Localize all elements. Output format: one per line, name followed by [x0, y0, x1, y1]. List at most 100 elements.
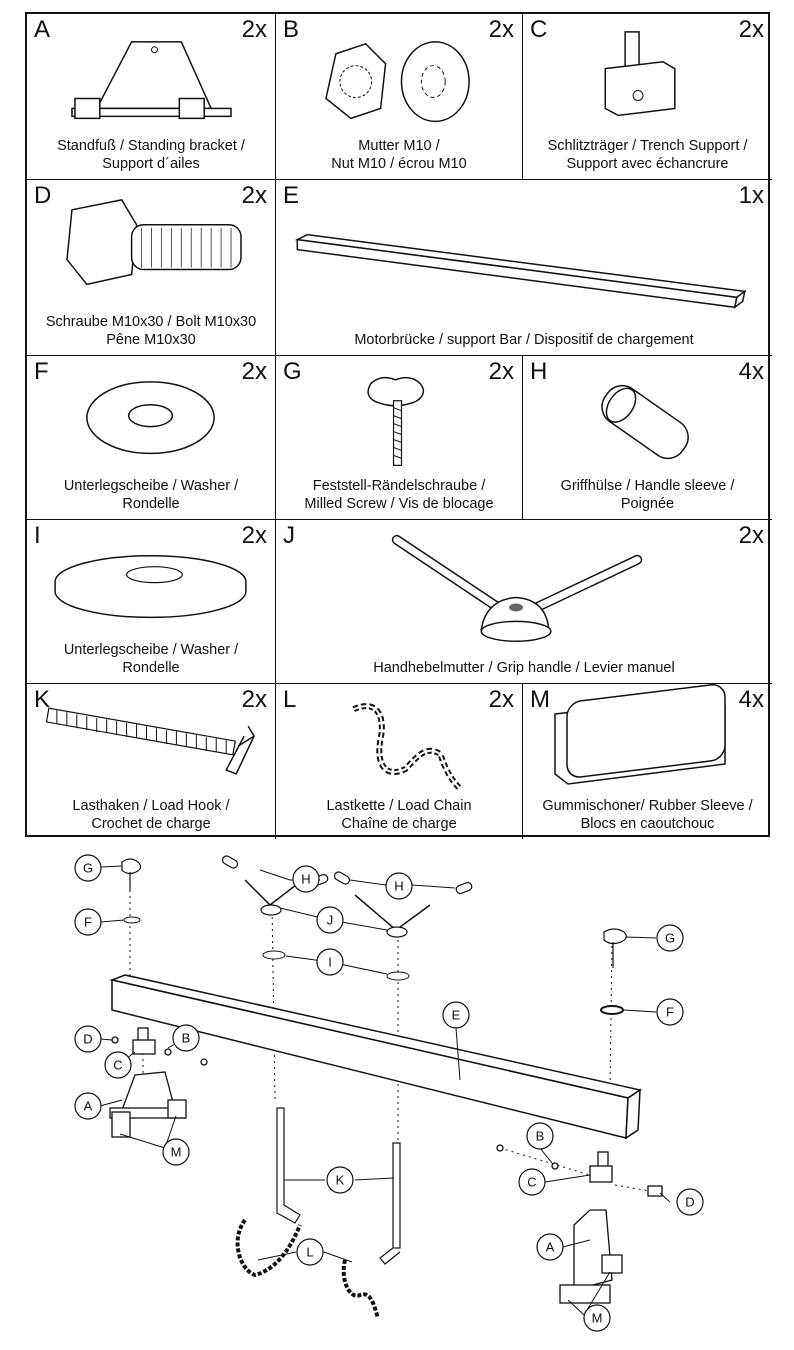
- part-cell-m: M 4x Gummischoner/ Rubber Sleeve / Blocs…: [523, 684, 772, 839]
- part-quantity: 2x: [241, 16, 267, 43]
- caption-line: Mutter M10 /: [358, 138, 440, 154]
- part-cell-j: J 2x Handhebelmutter / Grip handle / Lev…: [276, 520, 772, 684]
- callout-label: H: [301, 872, 310, 887]
- part-cell-c: C 2x Schlitzträger / Trench Support / Su…: [523, 14, 772, 180]
- callout-g-left: [74, 854, 102, 882]
- part-quantity: 2x: [738, 522, 764, 549]
- callout-label: H: [394, 879, 403, 894]
- part-caption: Gummischoner/ Rubber Sleeve / Blocs en c…: [523, 797, 772, 833]
- callout-label: M: [592, 1311, 603, 1326]
- caption-line: Motorbrücke / support Bar / Dispositif d…: [354, 332, 694, 348]
- part-cell-h: H 4x Griffhülse / Handle sleeve / Poigné…: [523, 356, 772, 520]
- part-cell-l: L 2x Lastkette / Load Chain Chaîne de ch…: [276, 684, 523, 839]
- part-quantity: 2x: [488, 686, 514, 713]
- part-caption: Motorbrücke / support Bar / Dispositif d…: [276, 331, 772, 349]
- part-caption: Schraube M10x30 / Bolt M10x30 Pêne M10x3…: [27, 313, 275, 349]
- callout-b-right: [526, 1122, 554, 1150]
- callout-f-right: [656, 998, 684, 1026]
- part-quantity: 1x: [738, 182, 764, 209]
- part-letter: K: [34, 686, 51, 713]
- nut-illustration: [325, 41, 470, 123]
- caption-line: Unterlegscheibe / Washer /: [63, 478, 239, 494]
- caption-line: Milled Screw / Vis de blocage: [304, 496, 494, 512]
- callout-d-right: [676, 1188, 704, 1216]
- caption-line: Griffhülse / Handle sleeve /: [560, 478, 735, 494]
- part-letter: D: [34, 182, 52, 209]
- part-caption: Unterlegscheibe / Washer / Rondelle: [27, 477, 275, 513]
- callout-label: F: [666, 1005, 674, 1020]
- grip-handle-illustration: [391, 534, 643, 643]
- caption-line: Standfuß / Standing bracket /: [57, 138, 245, 154]
- part-caption: Handhebelmutter / Grip handle / Levier m…: [276, 659, 772, 677]
- part-letter: I: [34, 522, 41, 549]
- callout-c-right: [518, 1168, 546, 1196]
- part-caption: Griffhülse / Handle sleeve / Poignée: [523, 477, 772, 513]
- callout-d-left: [74, 1025, 102, 1053]
- callout-label: C: [113, 1058, 122, 1073]
- caption-line: Lastkette / Load Chain: [326, 798, 472, 814]
- callout-a-left: [74, 1092, 102, 1120]
- part-letter: E: [283, 182, 300, 209]
- callout-g-right: [656, 924, 684, 952]
- callout-label: B: [536, 1129, 545, 1144]
- part-cell-g: G 2x Feststell-Rändelschraube / Milled S…: [276, 356, 523, 520]
- callout-l: [296, 1238, 324, 1266]
- callout-e: [442, 1001, 470, 1029]
- callout-i: [316, 948, 344, 976]
- handle-sleeve-illustration: [601, 384, 689, 460]
- part-letter: H: [530, 358, 548, 385]
- assembly-diagram: G F H H J I G F E D B C A M K L B C D A …: [74, 854, 704, 1332]
- washer-illustration: [86, 381, 215, 455]
- caption-line: Support avec échancrure: [566, 156, 729, 172]
- caption-line: Rondelle: [122, 660, 180, 676]
- part-quantity: 2x: [241, 686, 267, 713]
- part-caption: Unterlegscheibe / Washer / Rondelle: [27, 641, 275, 677]
- part-caption: Lastkette / Load Chain Chaîne de charge: [276, 797, 522, 833]
- callout-label: F: [84, 915, 92, 930]
- callout-label: D: [83, 1032, 92, 1047]
- bolt-illustration: [66, 199, 242, 286]
- callout-h-right: [385, 872, 413, 900]
- part-cell-e: E 1x Motorbrücke / support Bar / Disposi…: [276, 180, 772, 356]
- part-cell-b: B 2x Mutter M10 / Nut M10 / écrou M10: [276, 14, 523, 180]
- part-caption: Standfuß / Standing bracket / Support d´…: [27, 137, 275, 173]
- callout-k: [326, 1166, 354, 1194]
- callout-m-left: [162, 1138, 190, 1166]
- part-quantity: 2x: [241, 182, 267, 209]
- trench-support-illustration: [604, 31, 676, 117]
- part-quantity: 2x: [241, 522, 267, 549]
- part-letter: F: [34, 358, 49, 385]
- caption-line: Handhebelmutter / Grip handle / Levier m…: [373, 660, 675, 676]
- callout-f-left: [74, 908, 102, 936]
- callout-label: I: [328, 955, 332, 970]
- caption-line: Nut M10 / écrou M10: [331, 156, 467, 172]
- part-letter: B: [283, 16, 300, 43]
- caption-line: Support d´ailes: [102, 156, 200, 172]
- load-hook-illustration: [45, 707, 256, 775]
- part-cell-i: I 2x Unterlegscheibe / Washer / Rondelle: [27, 520, 276, 684]
- caption-line: Schraube M10x30 / Bolt M10x30: [45, 314, 257, 330]
- caption-line: Feststell-Rändelschraube /: [312, 478, 486, 494]
- callout-label: A: [84, 1099, 93, 1114]
- large-washer-illustration: [54, 555, 247, 619]
- caption-line: Schlitzträger / Trench Support /: [547, 138, 748, 154]
- support-bar-part: [109, 974, 642, 1140]
- part-letter: J: [283, 522, 295, 549]
- part-cell-f: F 2x Unterlegscheibe / Washer / Rondelle: [27, 356, 276, 520]
- callout-h-left: [292, 865, 320, 893]
- caption-line: Lasthaken / Load Hook /: [72, 798, 230, 814]
- callout-label: K: [336, 1173, 345, 1188]
- callout-c-left: [104, 1051, 132, 1079]
- part-letter: L: [283, 686, 297, 713]
- caption-line: Chaîne de charge: [341, 816, 457, 832]
- callout-label: G: [83, 861, 93, 876]
- callout-m-right: [583, 1304, 611, 1332]
- caption-line: Rondelle: [122, 496, 180, 512]
- part-caption: Lasthaken / Load Hook / Crochet de charg…: [27, 797, 275, 833]
- part-quantity: 4x: [738, 358, 764, 385]
- part-quantity: 2x: [738, 16, 764, 43]
- caption-line: Poignée: [620, 496, 675, 512]
- callout-label: B: [182, 1031, 191, 1046]
- callout-label: G: [665, 931, 675, 946]
- screw-part: [121, 858, 627, 968]
